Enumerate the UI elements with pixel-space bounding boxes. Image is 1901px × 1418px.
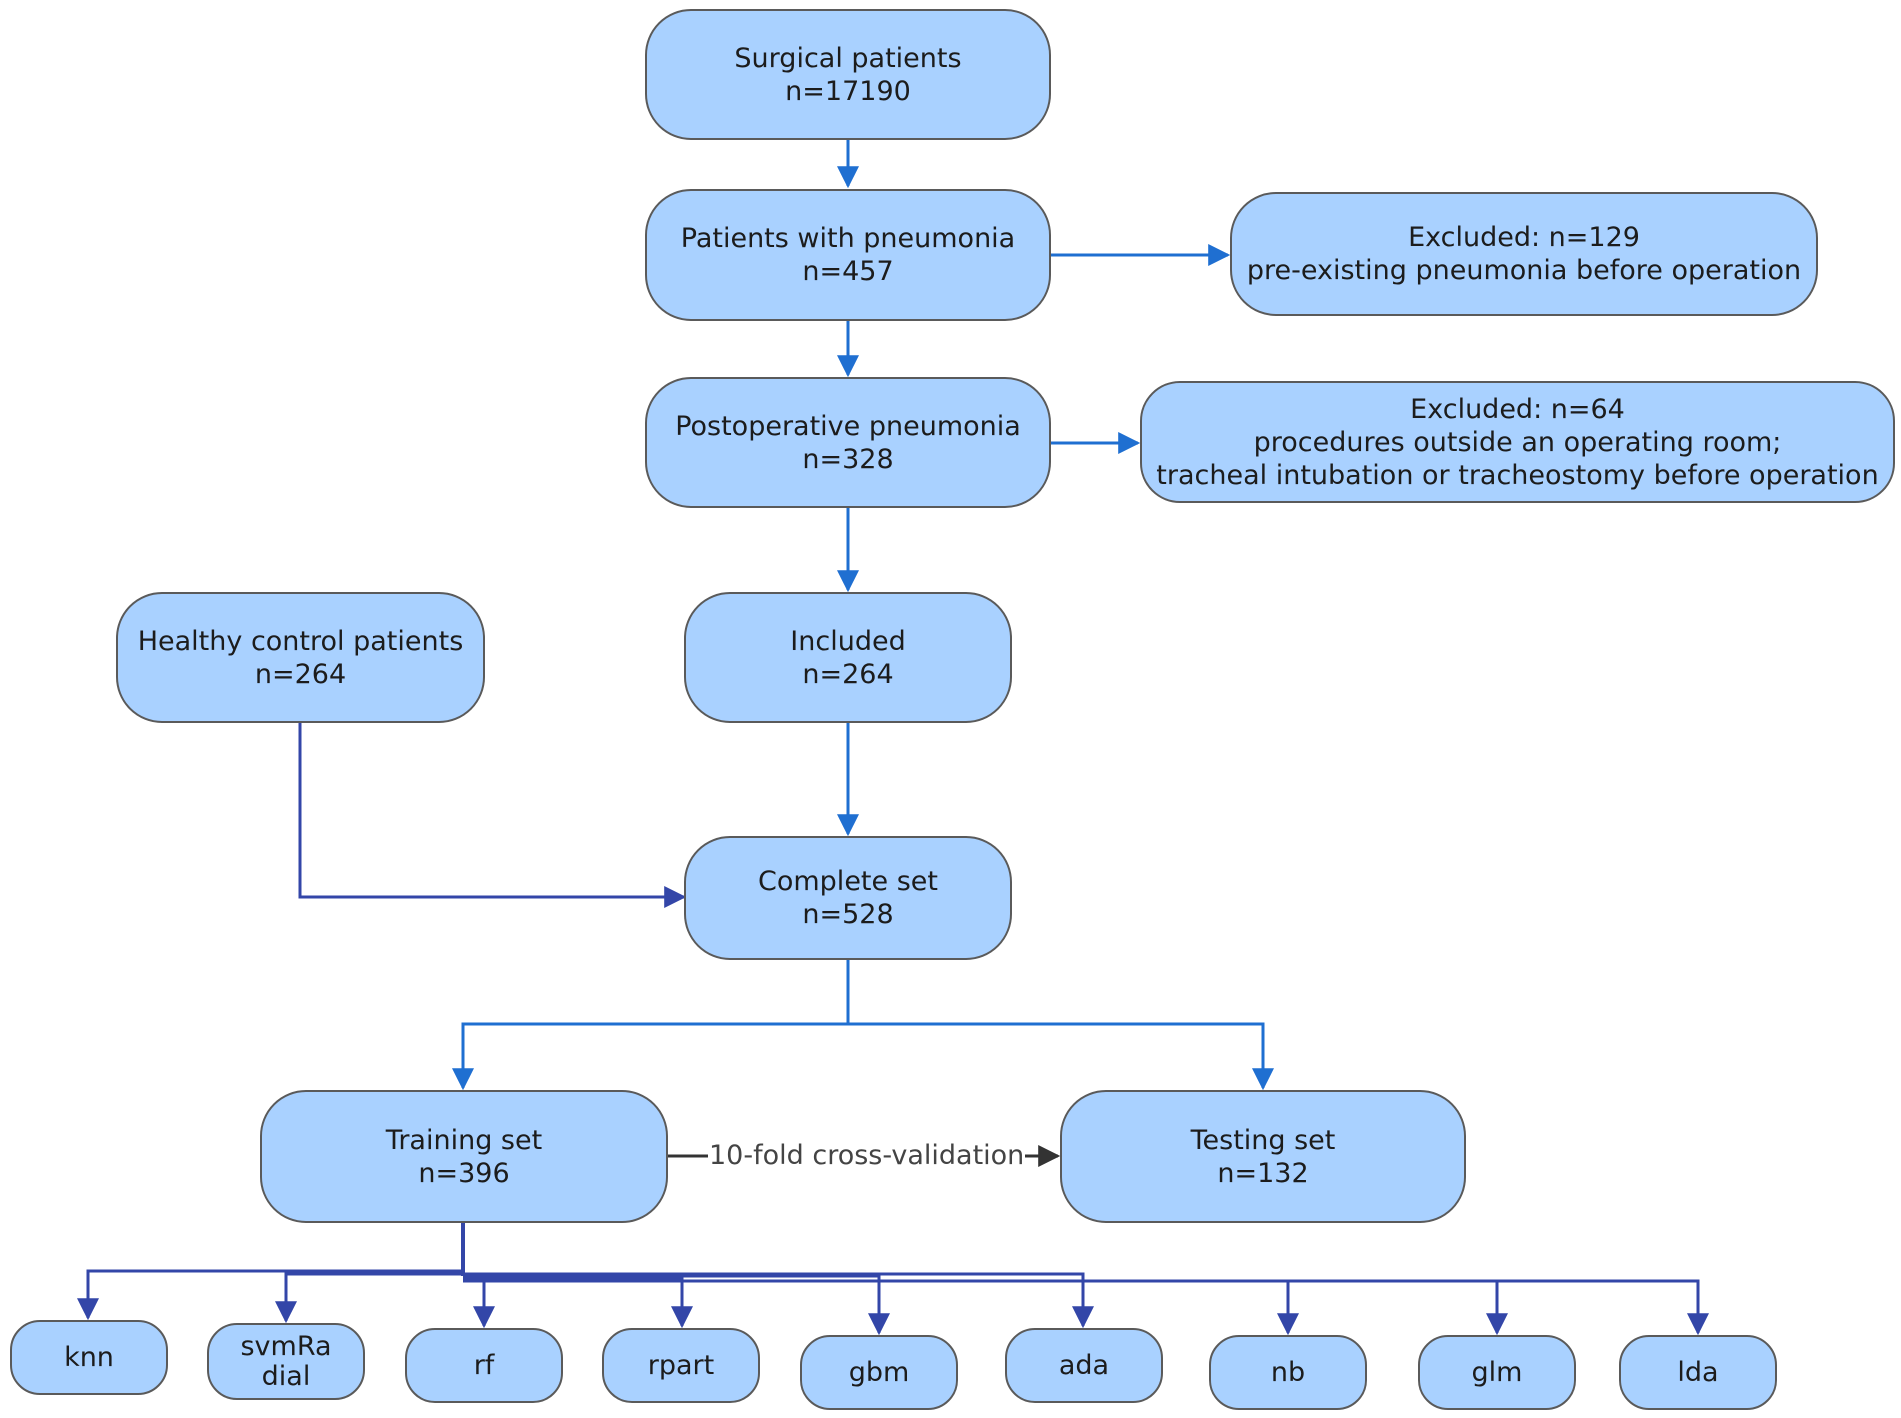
- node-title: Testing set: [1190, 1124, 1336, 1156]
- model-glm: glm: [1418, 1335, 1576, 1410]
- node-count: n=264: [254, 658, 347, 690]
- model-knn: knn: [10, 1320, 168, 1395]
- node-count: n=264: [802, 658, 894, 690]
- model-label: gbm: [848, 1356, 910, 1388]
- node-title: Training set: [385, 1124, 543, 1156]
- arrow-to-nb: [463, 1279, 1299, 1336]
- arrow-complete-to-training: [452, 1022, 848, 1091]
- node-count: n=528: [802, 899, 894, 930]
- model-label: svmRadial: [240, 1330, 332, 1392]
- arrow-to-knn: [77, 1269, 463, 1321]
- node-training-set: Training set n=396: [260, 1090, 668, 1223]
- node-count: n=457: [802, 256, 894, 287]
- node-title: Included: [790, 625, 906, 657]
- arrow-healthy-to-complete: [298, 723, 687, 908]
- model-rpart: rpart: [602, 1328, 760, 1403]
- model-nb: nb: [1209, 1335, 1367, 1410]
- node-testing-set: Testing set n=132: [1060, 1090, 1466, 1223]
- node-count: n=17190: [785, 75, 911, 107]
- node-count: n=328: [802, 443, 894, 475]
- node-excluded-procedures: Excluded: n=64 procedures outside an ope…: [1140, 381, 1895, 503]
- model-rf: rf: [405, 1328, 563, 1403]
- node-title: Excluded: n=129: [1408, 222, 1640, 253]
- node-count: n=396: [418, 1157, 510, 1189]
- arrow-to-rpart: [463, 1276, 693, 1329]
- node-complete-set: Complete set n=528: [684, 836, 1012, 960]
- node-detail: pre-existing pneumonia before operation: [1246, 255, 1802, 286]
- model-label: rf: [473, 1349, 495, 1381]
- model-svmradial: svmRadial: [207, 1323, 365, 1400]
- model-label: lda: [1677, 1356, 1719, 1388]
- arrow-complete-to-testing: [848, 1022, 1274, 1091]
- node-title: Excluded: n=64: [1410, 393, 1625, 425]
- node-count: n=132: [1217, 1157, 1309, 1189]
- node-healthy-control-patients: Healthy control patients n=264: [116, 592, 485, 723]
- model-lda: lda: [1619, 1335, 1777, 1410]
- node-title: Surgical patients: [734, 42, 962, 74]
- model-label: nb: [1270, 1356, 1306, 1388]
- node-title: Patients with pneumonia: [680, 223, 1016, 254]
- model-gbm: gbm: [800, 1335, 958, 1410]
- arrow-to-gbm: [463, 1274, 890, 1336]
- arrow-to-rf: [463, 1276, 495, 1329]
- arrow-to-lda: [463, 1279, 1709, 1336]
- node-excluded-pre-existing: Excluded: n=129 pre-existing pneumonia b…: [1230, 192, 1818, 316]
- model-label: rpart: [647, 1349, 715, 1381]
- model-label: knn: [64, 1341, 114, 1373]
- node-title: Healthy control patients: [137, 625, 464, 657]
- node-detail: procedures outside an operating room;: [1253, 426, 1782, 458]
- model-ada: ada: [1005, 1328, 1163, 1403]
- node-patients-with-pneumonia: Patients with pneumonia n=457: [645, 189, 1051, 321]
- node-title: Complete set: [758, 866, 938, 897]
- node-surgical-patients: Surgical patients n=17190: [645, 9, 1051, 140]
- model-label: glm: [1471, 1356, 1523, 1388]
- arrow-to-svmradial: [275, 1272, 463, 1324]
- arrow-to-ada: [463, 1272, 1094, 1329]
- model-label: ada: [1058, 1349, 1110, 1381]
- cross-validation-label: 10-fold cross-validation: [708, 1140, 1026, 1172]
- node-postoperative-pneumonia: Postoperative pneumonia n=328: [645, 377, 1051, 508]
- node-included: Included n=264: [684, 592, 1012, 723]
- node-title: Postoperative pneumonia: [675, 410, 1021, 442]
- node-detail: tracheal intubation or tracheostomy befo…: [1156, 459, 1879, 491]
- arrow-to-glm: [463, 1279, 1508, 1336]
